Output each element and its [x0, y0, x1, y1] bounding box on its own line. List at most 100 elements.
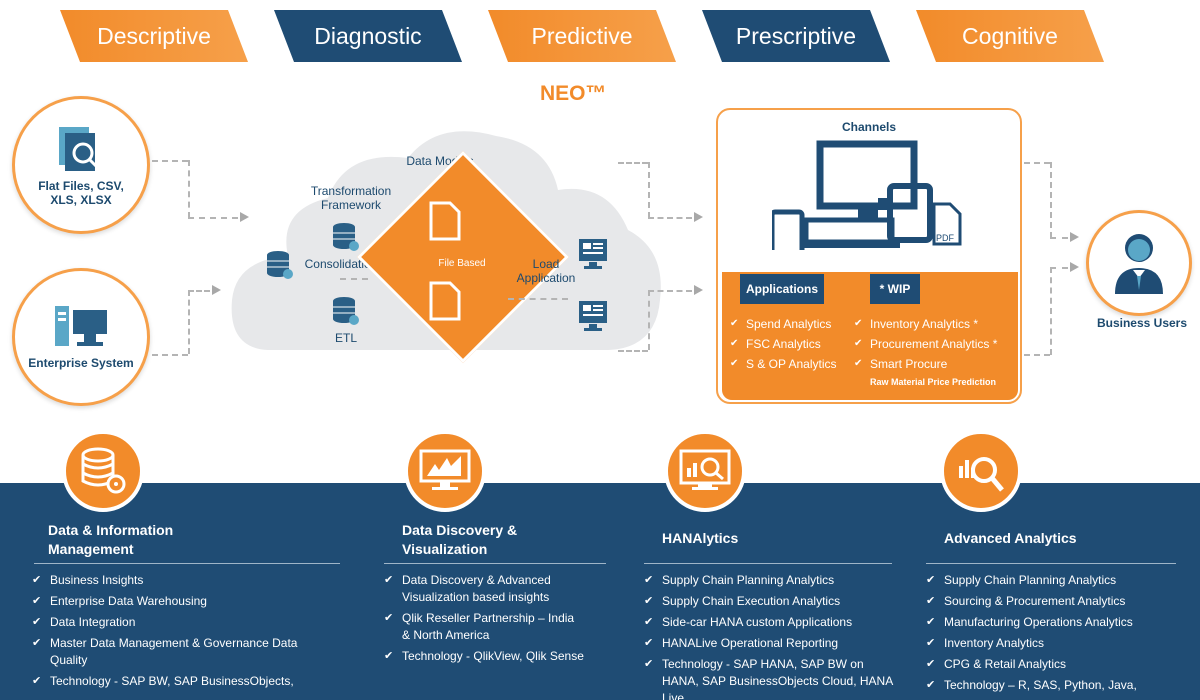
list-item: Technology – R, SAS, Python, Java,	[926, 677, 1186, 694]
list-item: Procurement Analytics *	[854, 334, 1022, 354]
analytics-stage-tabs: Descriptive Diagnostic Predictive Prescr…	[60, 10, 1160, 62]
svg-text:PDF: PDF	[936, 233, 955, 243]
list-item: Qlik Reseller Partnership – India & Nort…	[384, 610, 584, 644]
column-list: Data Discovery & Advanced Visualization …	[384, 572, 584, 669]
document-icon	[429, 201, 461, 241]
column-title: Data & Information Management	[48, 522, 174, 557]
wip-sub-label: Raw Material Price Prediction	[870, 377, 997, 387]
divider	[644, 563, 892, 564]
connector	[1050, 162, 1052, 238]
list-item: Data Discovery & Advanced Visualization …	[384, 572, 584, 606]
connector	[188, 160, 190, 218]
list-item: CPG & Retail Analytics	[926, 656, 1186, 673]
applications-header: Applications	[740, 274, 824, 304]
connector	[152, 354, 188, 356]
source-label: Enterprise System	[28, 356, 134, 370]
wip-list: Inventory Analytics * Procurement Analyt…	[854, 314, 1022, 374]
consolidation-label: Consolidation	[304, 257, 378, 271]
list-item: Supply Chain Execution Analytics	[644, 593, 894, 610]
devices-icon: PDF	[772, 140, 962, 250]
tab-descriptive: Descriptive	[60, 10, 248, 62]
badge	[940, 430, 1022, 512]
badge	[664, 430, 746, 512]
list-item: Enterprise Data Warehousing	[32, 593, 332, 610]
monitor-chart-icon	[419, 449, 471, 490]
channels-panel: Channels PDF Applications * WIP Spend An…	[716, 108, 1022, 404]
list-item: Spend Analytics	[730, 314, 860, 334]
connector	[648, 290, 692, 292]
list-item: Inventory Analytics *	[854, 314, 1022, 334]
column-title: HANAlytics	[662, 530, 739, 546]
app-monitor-icon	[579, 301, 607, 331]
list-item: Technology - QlikView, Qlik Sense	[384, 648, 584, 665]
database-icon	[333, 297, 359, 325]
tab-label: Cognitive	[962, 22, 1058, 49]
tab-prescriptive: Prescriptive	[702, 10, 890, 62]
list-item: Data Integration	[32, 614, 332, 631]
connector	[188, 290, 190, 354]
connector	[1024, 162, 1050, 164]
tab-predictive: Predictive	[488, 10, 676, 62]
column-title: Data Discovery & Visualization	[402, 522, 518, 557]
connector	[618, 350, 648, 352]
list-item: Master Data Management & Governance Data…	[32, 635, 332, 669]
list-item: Manufacturing Operations Analytics	[926, 614, 1186, 631]
connector	[340, 278, 368, 280]
app-monitor-icon	[579, 239, 607, 269]
list-item: Inventory Analytics	[926, 635, 1186, 652]
etl-label: ETL	[334, 331, 357, 345]
load-application-label: Load Application	[516, 257, 576, 285]
channels-title: Channels	[841, 120, 896, 134]
connector	[188, 217, 238, 219]
list-item: Supply Chain Planning Analytics	[644, 572, 894, 589]
list-item: FSC Analytics	[730, 334, 860, 354]
tab-label: Predictive	[531, 22, 633, 49]
neo-title: NEO™	[540, 82, 607, 105]
tab-cognitive: Cognitive	[916, 10, 1104, 62]
connector	[648, 290, 650, 350]
business-users-label: Business Users	[1096, 316, 1188, 330]
badge	[62, 430, 144, 512]
connector	[648, 162, 650, 218]
chart-magnifier-icon	[959, 457, 1004, 492]
database-gear-icon	[81, 447, 126, 494]
list-item: Sourcing & Procurement Analytics	[926, 593, 1186, 610]
tab-label: Prescriptive	[735, 22, 857, 49]
connector	[188, 290, 210, 292]
connector	[648, 217, 692, 219]
arrow-icon	[694, 212, 703, 222]
wip-header: * WIP	[870, 274, 920, 304]
applications-list: Spend Analytics FSC Analytics S & OP Ana…	[730, 314, 860, 374]
list-item: S & OP Analytics	[730, 354, 860, 374]
list-item: Supply Chain Planning Analytics	[926, 572, 1186, 589]
tab-label: Descriptive	[97, 22, 211, 49]
connector	[1024, 354, 1050, 356]
arrow-icon	[240, 212, 249, 222]
monitor-magnifier-icon	[679, 449, 731, 490]
business-user-icon	[1115, 234, 1163, 294]
connector	[618, 162, 648, 164]
badge	[404, 430, 486, 512]
divider	[926, 563, 1176, 564]
database-icon	[333, 223, 359, 251]
connector	[508, 298, 568, 300]
business-users-circle	[1086, 210, 1192, 316]
tab-diagnostic: Diagnostic	[274, 10, 462, 62]
connector	[1050, 237, 1068, 239]
column-list: Business Insights Enterprise Data Wareho…	[32, 572, 332, 694]
column-list: Supply Chain Planning Analytics Sourcing…	[926, 572, 1186, 698]
divider	[384, 563, 606, 564]
database-icon	[267, 251, 293, 279]
list-item: Technology - SAP BW, SAP BusinessObjects…	[32, 673, 332, 690]
connector	[1050, 267, 1052, 355]
arrow-icon	[694, 285, 703, 295]
arrow-icon	[212, 285, 221, 295]
transformation-framework-label: Transformation Framework	[310, 184, 392, 212]
list-item: Business Insights	[32, 572, 332, 589]
source-enterprise-system: Enterprise System	[12, 268, 150, 406]
arrow-icon	[1070, 262, 1079, 272]
document-icon	[429, 281, 461, 321]
list-item: Technology - SAP HANA, SAP BW on HANA, S…	[644, 656, 894, 700]
column-list: Supply Chain Planning Analytics Supply C…	[644, 572, 894, 700]
file-search-icon	[59, 127, 99, 171]
